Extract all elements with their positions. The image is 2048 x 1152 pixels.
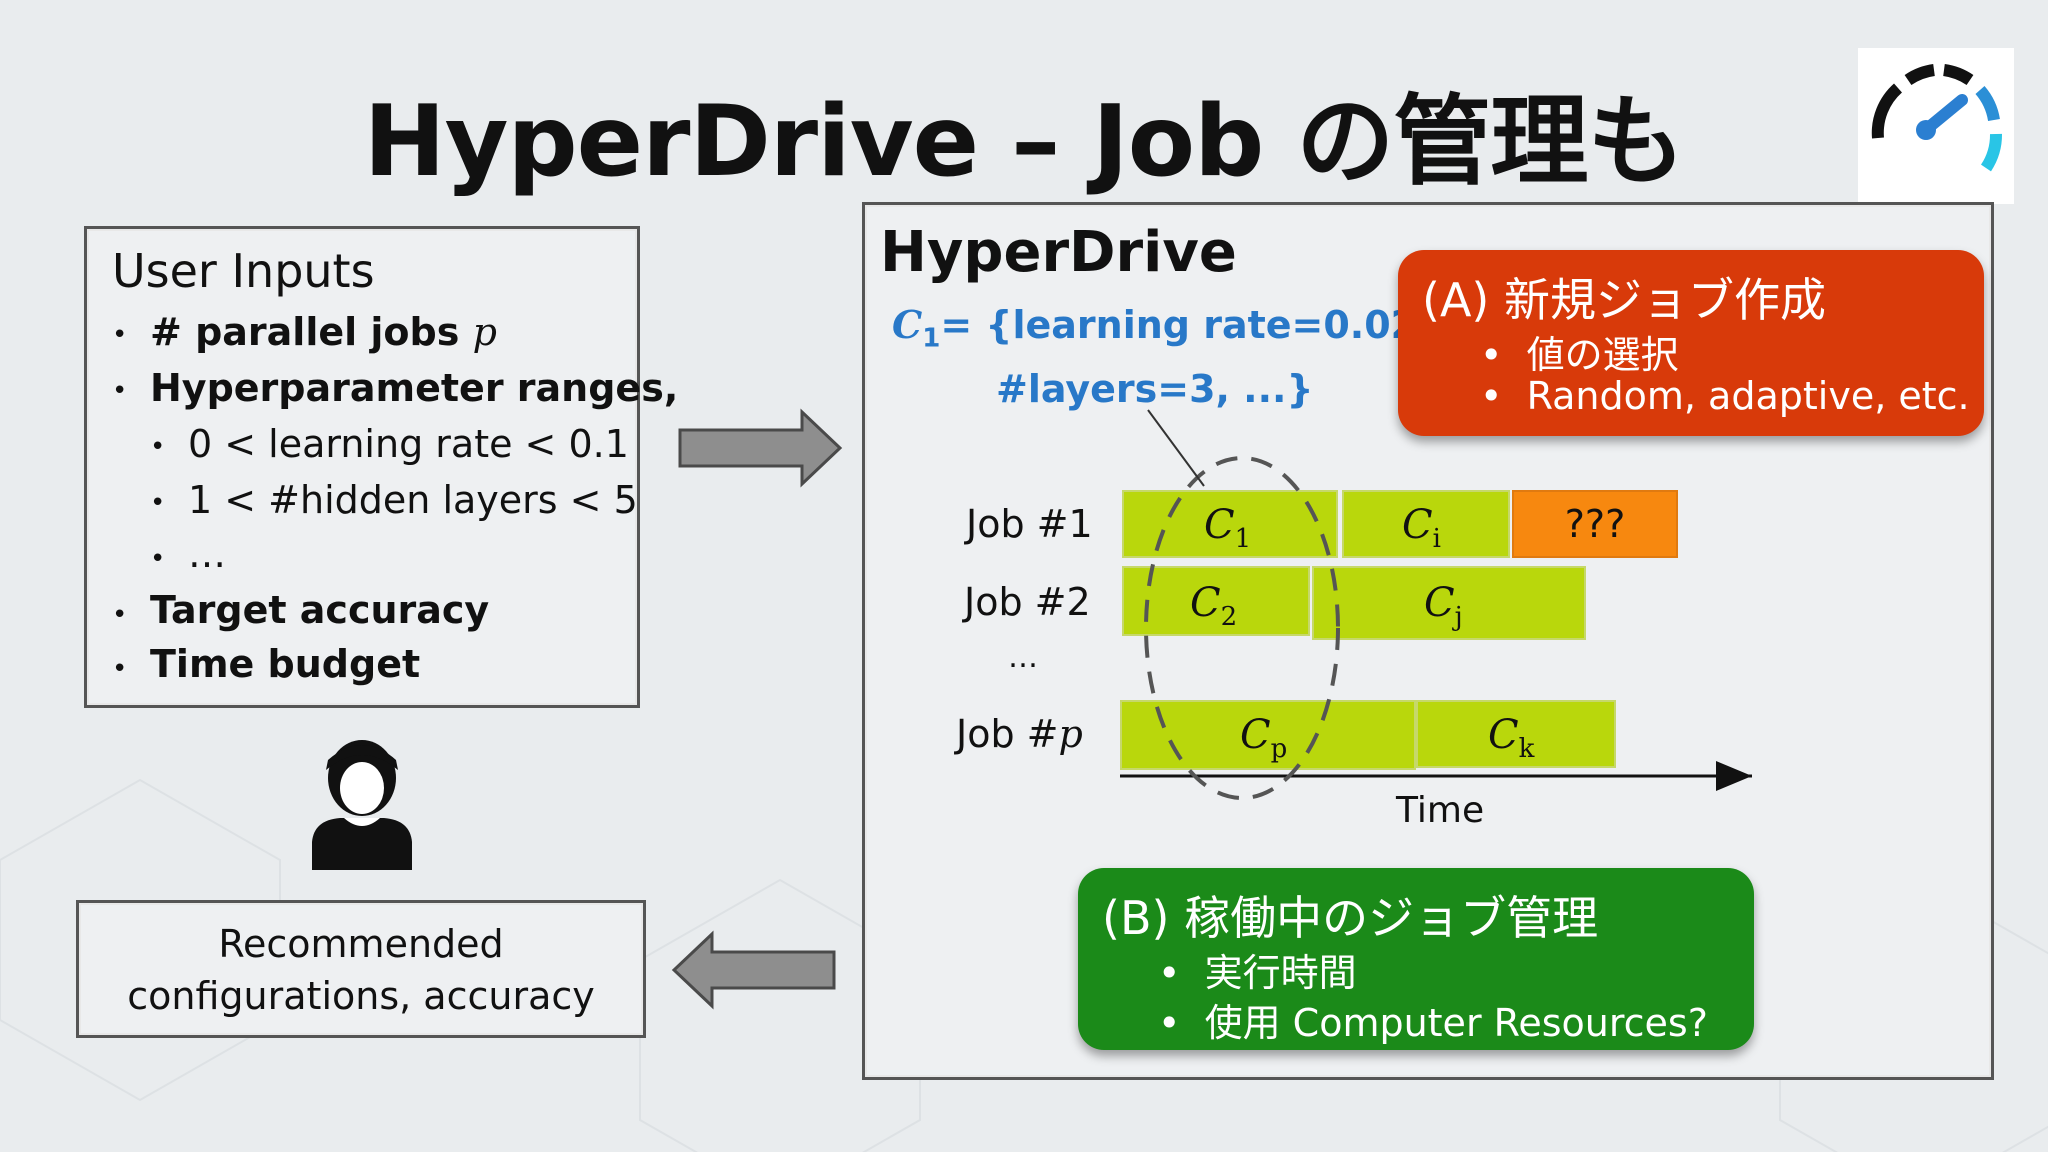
target-accuracy-item: Target accuracy [150,588,490,632]
job-bar-unknown [1512,490,1678,558]
job-p-label: Job #p [956,712,1083,756]
bar-var: C [1240,712,1271,758]
bar-var: C [1424,580,1455,626]
bullet: • [112,600,128,630]
time-budget-item: Time budget [150,642,421,686]
callout-b-heading: (B) 稼働中のジョブ管理 [1102,891,1599,945]
bar-label-unknown: ??? [1564,502,1626,546]
callout-a-heading: (A) 新規ジョブ作成 [1422,273,1826,327]
range-more: … [188,532,226,576]
logo [1858,48,2014,204]
person-icon [312,740,412,870]
bar-sub: i [1432,524,1441,554]
bullet: • [150,488,166,518]
bar-sub: 2 [1220,602,1238,632]
output-line-2: configurations, accuracy [127,974,595,1018]
bar-label-ck: Ck [1488,712,1534,764]
speedometer-icon [1871,64,2002,172]
job-ellipsis: … [1008,640,1038,675]
bar-sub: j [1454,602,1463,632]
callout-a-item-text: Random, adaptive, etc. [1526,374,1970,418]
bar-var: C [1488,712,1519,758]
job-bar-ci [1342,490,1510,558]
callout-a-item: • 値の選択 [1480,333,1679,377]
range-hidden-layers: 1 < #hidden layers < 5 [188,478,638,522]
output-text: Recommended configurations, accuracy [76,918,646,1022]
bar-label-ci: Ci [1402,502,1441,554]
callout-running-jobs: (B) 稼働中のジョブ管理 • 実行時間 • 使用 Computer Resou… [1078,868,1754,1050]
bar-sub: p [1270,734,1288,764]
bar-label-cp: Cp [1240,712,1287,764]
left-arrow-icon [671,930,836,1010]
bar-var: C [1204,502,1235,548]
job-2-label: Job #2 [964,580,1091,624]
config-var: C [892,302,923,347]
hyperparameter-ranges-item: Hyperparameter ranges, [150,366,679,410]
config-line-1: C1= {learning rate=0.02, [892,300,1432,364]
job-p-prefix: Job # [956,712,1059,756]
bar-label-c1: C1 [1204,502,1251,554]
page-title: HyperDrive – Job の管理も [363,85,1686,199]
job-p-var: p [1058,712,1083,756]
callout-new-job: (A) 新規ジョブ作成 • 値の選択 • Random, adaptive, e… [1398,250,1984,436]
job-bar-ck [1416,700,1616,768]
config-sub: 1 [922,323,941,354]
job-1-label: Job #1 [966,502,1093,546]
output-line-1: Recommended [218,922,504,966]
bullet: • [112,654,128,684]
bar-sub: k [1518,734,1535,764]
time-axis-label: Time [1396,790,1485,831]
range-learning-rate: 0 < learning rate < 0.1 [188,422,629,466]
hyperdrive-heading: HyperDrive [880,220,1237,285]
callout-b-item: • 使用 Computer Resources? [1158,1001,1708,1045]
config-line-2: #layers=3, ...} [996,366,1314,411]
parallel-jobs-var: p [472,310,497,354]
callout-b-item-text: 使用 Computer Resources? [1204,1001,1708,1045]
user-inputs-box [84,226,640,708]
parallel-jobs-label: # parallel jobs [150,310,460,354]
bullet: • [112,320,128,350]
bar-label-c2: C2 [1190,580,1237,632]
parallel-jobs-item: # parallel jobs p [150,310,497,354]
config-example: C1= {learning rate=0.02, #layers=3, ...} [892,300,1432,414]
job-bar-cj [1312,566,1586,640]
output-box [76,900,646,1038]
bullet: • [150,544,166,574]
bullet: • [150,432,166,462]
callout-a-item-text: 値の選択 [1526,333,1679,377]
callout-b-item: • 実行時間 [1158,951,1357,995]
user-inputs-heading: User Inputs [112,244,375,298]
callout-b-item-text: 実行時間 [1204,951,1357,995]
bar-sub: 1 [1234,524,1252,554]
callout-a-item: • Random, adaptive, etc. [1480,374,1970,418]
bar-label-cj: Cj [1424,580,1463,632]
right-arrow-icon [678,408,843,488]
bar-var: C [1190,580,1221,626]
bullet: • [112,376,128,406]
config-text-1: = {learning rate=0.02, [940,303,1432,347]
bar-var: C [1402,502,1433,548]
